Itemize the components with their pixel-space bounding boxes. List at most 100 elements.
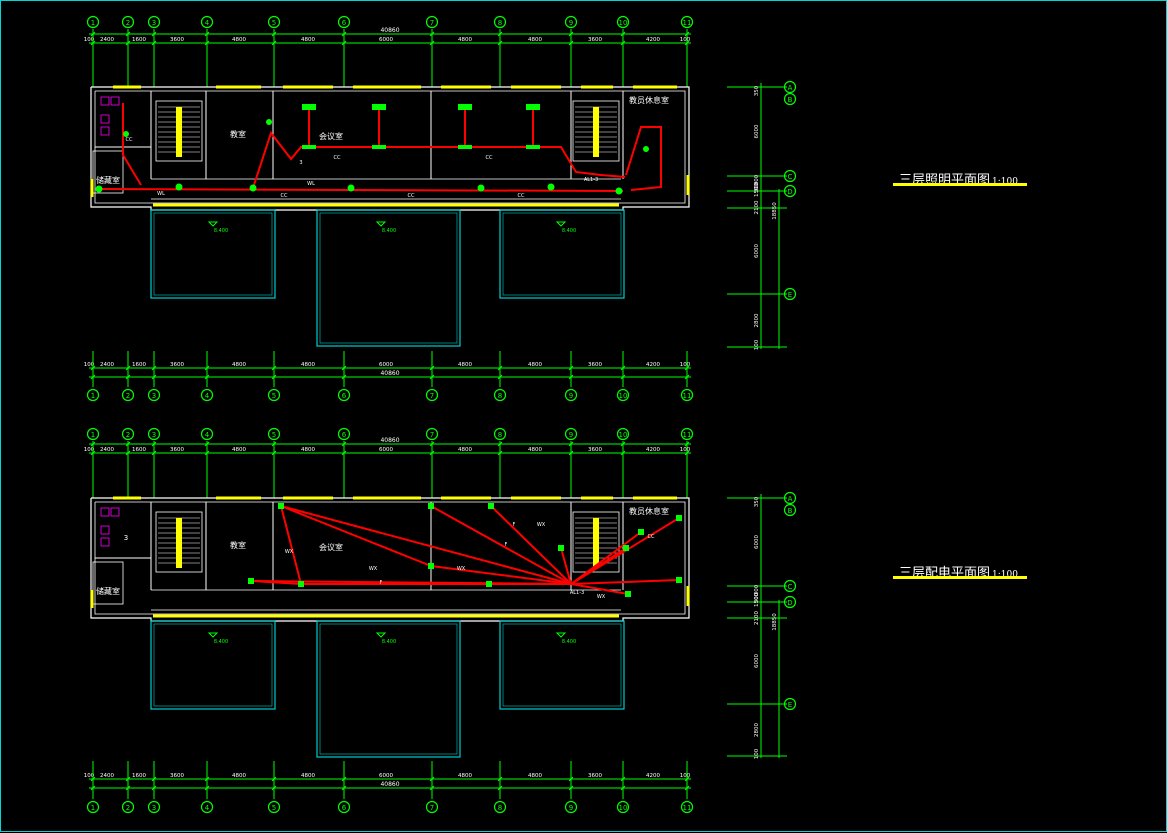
- power-circuit: [280, 505, 432, 567]
- axis-label: 9: [569, 392, 573, 400]
- axis-label: 3: [152, 19, 156, 27]
- axis-bubble: [200, 800, 214, 814]
- axis-bubble: [680, 427, 694, 441]
- axis-label: 1: [91, 392, 95, 400]
- axis-bubble: [267, 427, 281, 441]
- elevation-text: 8.400: [382, 228, 396, 234]
- span-dimension-text: 1600: [132, 37, 146, 43]
- light-fixture: [175, 183, 183, 191]
- side-axis-bubble: [783, 287, 797, 301]
- room-name: 教员休息室: [629, 506, 669, 516]
- balcony: [499, 620, 625, 710]
- axis-label: 10: [619, 804, 628, 812]
- axis-label: 8: [498, 19, 502, 27]
- axis-label: 4: [205, 392, 210, 400]
- span-dimension-text: 4800: [232, 37, 246, 43]
- axis-label: 2: [126, 19, 130, 27]
- room-name: 教室: [230, 540, 246, 550]
- tick-mark: [151, 785, 157, 791]
- power-circuit: [560, 547, 572, 585]
- span-dimension-text: 3600: [588, 773, 602, 779]
- span-dimension-text: 4800: [458, 37, 472, 43]
- axis-bubble: [493, 15, 507, 29]
- side-axis-label: E: [788, 701, 792, 709]
- power-outlet: [486, 581, 492, 587]
- tick-mark: [271, 441, 277, 447]
- side-axis-bubble: [783, 579, 797, 593]
- power-outlet: [488, 503, 494, 509]
- side-axis-label: A: [788, 84, 793, 92]
- power-circuit: [250, 580, 302, 585]
- elevation-text: 8.400: [562, 228, 576, 234]
- axis-bubble: [147, 427, 161, 441]
- axis-label: 11: [683, 19, 692, 27]
- axis-label: 8: [498, 392, 502, 400]
- axis-label: 5: [272, 392, 276, 400]
- power-outlet: [428, 563, 434, 569]
- axis-label: 9: [569, 431, 573, 439]
- wiring-label: WX: [597, 594, 606, 600]
- axis-bubble: [121, 388, 135, 402]
- span-dimension-text: 2400: [100, 362, 114, 368]
- axis-bubble: [493, 800, 507, 814]
- tick-mark: [429, 374, 435, 380]
- stair-rail: [176, 518, 182, 568]
- axis-bubble: [147, 388, 161, 402]
- axis-bubble: [200, 427, 214, 441]
- side-axis-label: C: [788, 583, 793, 591]
- span-dimension-text: 4800: [528, 362, 542, 368]
- span-dimension-text: 4800: [301, 37, 315, 43]
- axis-label: 4: [205, 804, 210, 812]
- tick-mark: [497, 31, 503, 37]
- room-name: 会议室: [319, 542, 343, 552]
- fluorescent-fixture: [458, 145, 472, 149]
- tick-mark: [620, 365, 626, 371]
- tick-mark: [90, 776, 96, 782]
- fluorescent-fixture: [302, 145, 316, 149]
- stair-rail: [593, 107, 599, 157]
- span-dimension-text: 3600: [170, 37, 184, 43]
- side-dimension-text: 2800: [754, 313, 760, 327]
- fluorescent-fixture: [302, 104, 316, 110]
- axis-label: 11: [683, 392, 692, 400]
- side-axis-bubble: [783, 80, 797, 94]
- span-dimension-text: 6000: [379, 447, 393, 453]
- side-axis-bubble: [783, 595, 797, 609]
- tick-mark: [568, 776, 574, 782]
- stair-rail: [593, 518, 599, 568]
- span-dimension-text: 4800: [528, 37, 542, 43]
- wiring-label: CC: [281, 193, 288, 199]
- power-title-underline: [893, 576, 1027, 579]
- tick-mark: [271, 785, 277, 791]
- room-name: 教员休息室: [629, 95, 669, 105]
- tick-mark: [429, 450, 435, 456]
- wiring-label: WL: [307, 181, 315, 187]
- lighting-title-underline: [893, 183, 1027, 186]
- elevation-marker: [207, 221, 219, 227]
- span-dimension-text: 6000: [379, 773, 393, 779]
- axis-label: 7: [430, 804, 434, 812]
- stairwell: [572, 511, 620, 573]
- tick-mark: [271, 450, 277, 456]
- axis-label: 4: [205, 19, 210, 27]
- axis-label: 7: [430, 431, 434, 439]
- axis-label: 1: [91, 804, 95, 812]
- power-outlet: [676, 577, 682, 583]
- tick-mark: [151, 450, 157, 456]
- axis-bubble: [493, 427, 507, 441]
- axis-bubble: [616, 800, 630, 814]
- axis-bubble: [616, 427, 630, 441]
- span-dimension-text: 4200: [646, 37, 660, 43]
- tick-mark: [620, 441, 626, 447]
- side-dimension-text: 2800: [754, 723, 760, 737]
- tick-mark: [341, 450, 347, 456]
- tick-mark: [271, 776, 277, 782]
- power-outlet: [428, 503, 434, 509]
- fluorescent-fixture: [372, 145, 386, 149]
- tick-mark: [429, 365, 435, 371]
- tick-mark: [341, 776, 347, 782]
- span-dimension-text: 4800: [301, 447, 315, 453]
- side-axis-bubble: [783, 169, 797, 183]
- balcony-inner: [153, 212, 273, 296]
- wiring-label: CC: [408, 193, 415, 199]
